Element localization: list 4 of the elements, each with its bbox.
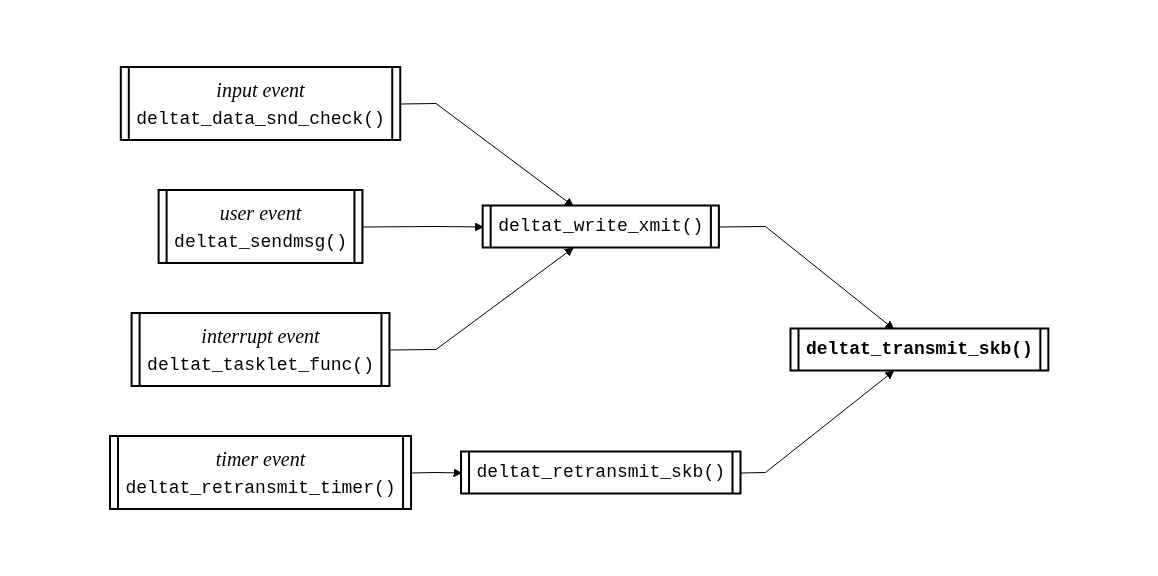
arrow <box>389 247 574 351</box>
arrow <box>362 222 484 232</box>
arrow <box>410 468 462 478</box>
arrow <box>740 370 894 474</box>
